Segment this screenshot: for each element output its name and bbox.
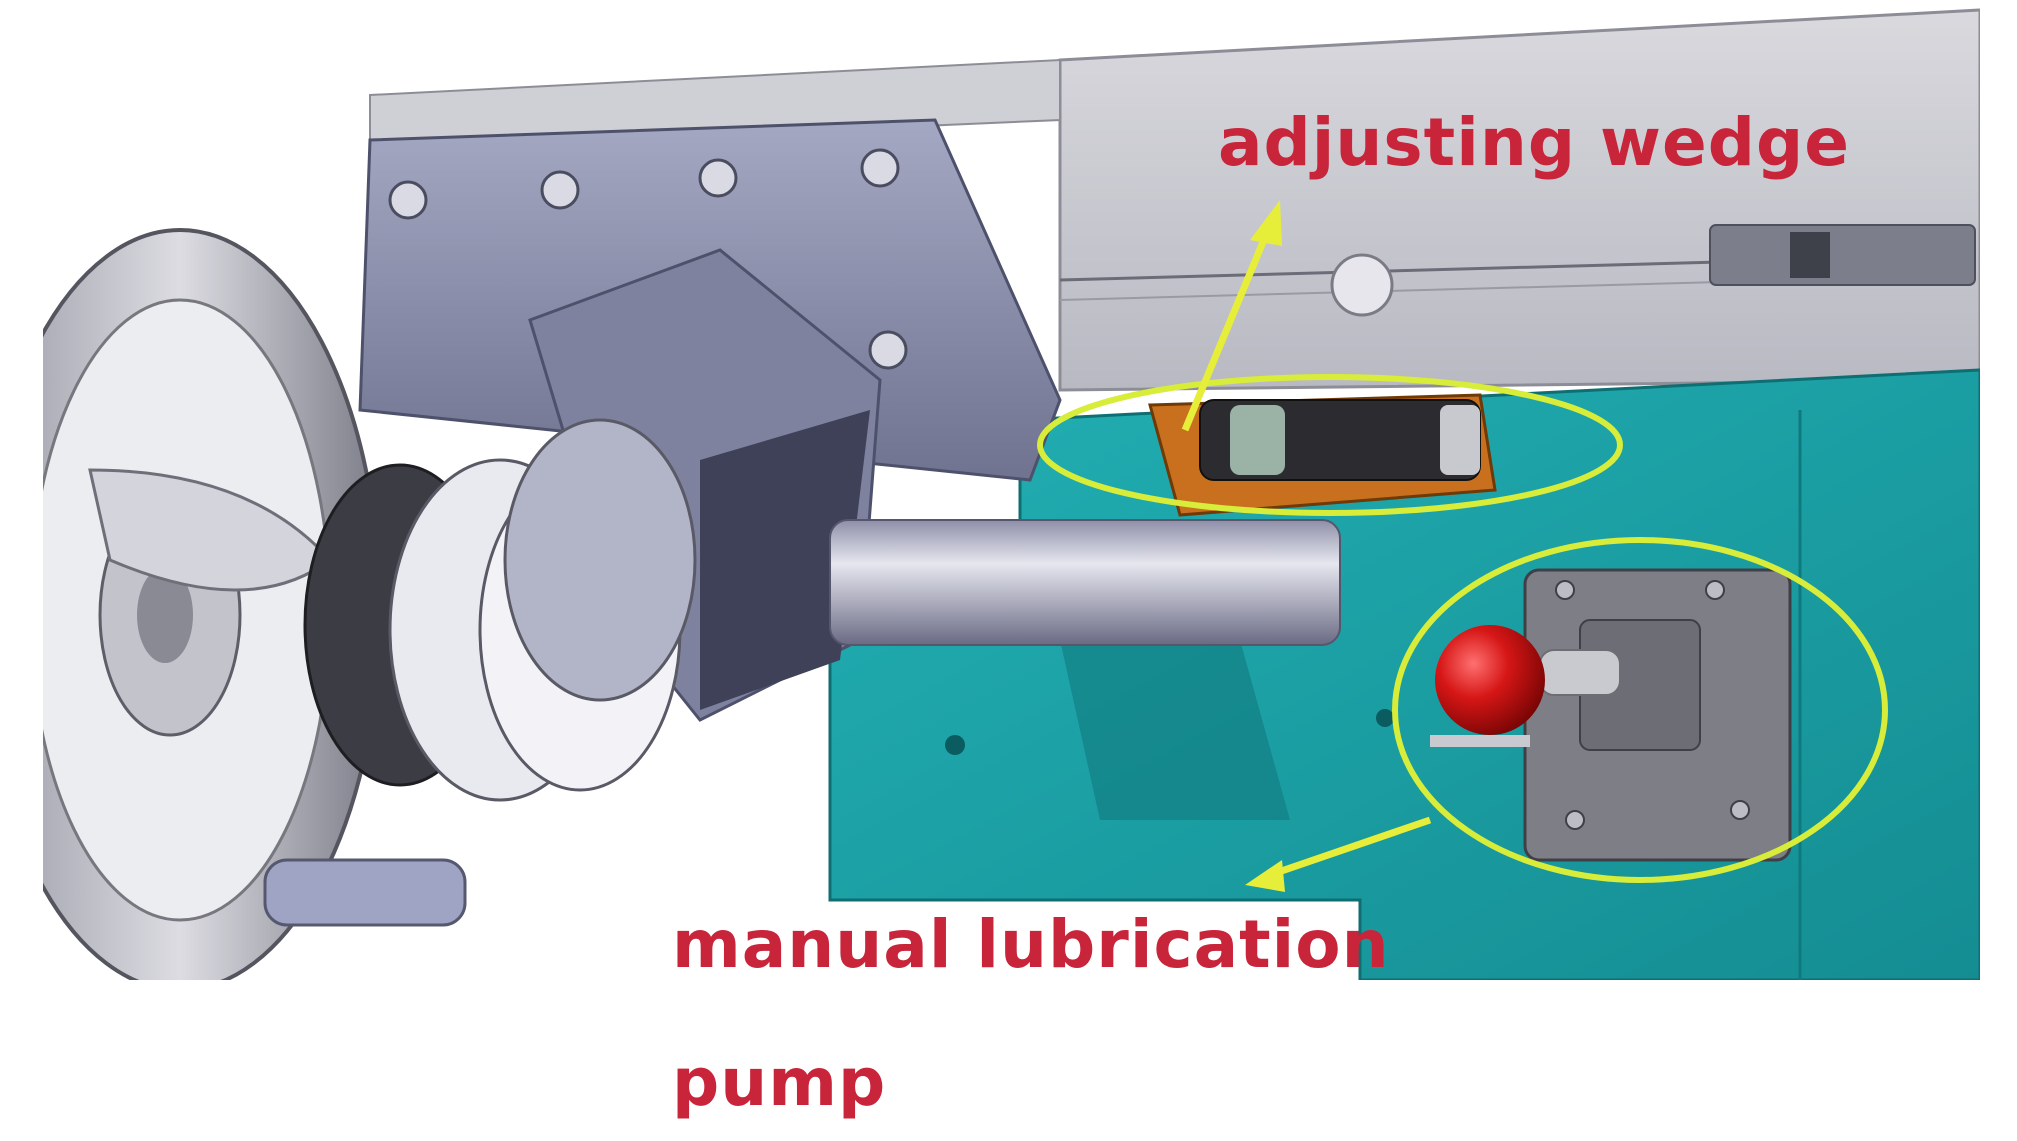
wedge-arrow xyxy=(1181,200,1282,432)
pump-label-line2: pump xyxy=(672,1044,887,1121)
lubrication-pump-part xyxy=(1430,568,1792,862)
pump-label-line1: manual lubrication xyxy=(672,906,1390,983)
graduated-dial xyxy=(303,418,697,802)
wedge-callout-outline xyxy=(1037,374,1623,516)
pump-arrow xyxy=(1245,816,1432,892)
guide-rod xyxy=(829,519,1341,646)
pump-knob xyxy=(1435,625,1545,735)
upper-table xyxy=(369,8,1982,392)
adjusting-wedge-label: adjusting wedge xyxy=(1218,104,1851,181)
adjusting-wedge-part xyxy=(1148,393,1497,517)
handwheel xyxy=(0,228,467,992)
pump-callout-outline xyxy=(1392,537,1888,883)
